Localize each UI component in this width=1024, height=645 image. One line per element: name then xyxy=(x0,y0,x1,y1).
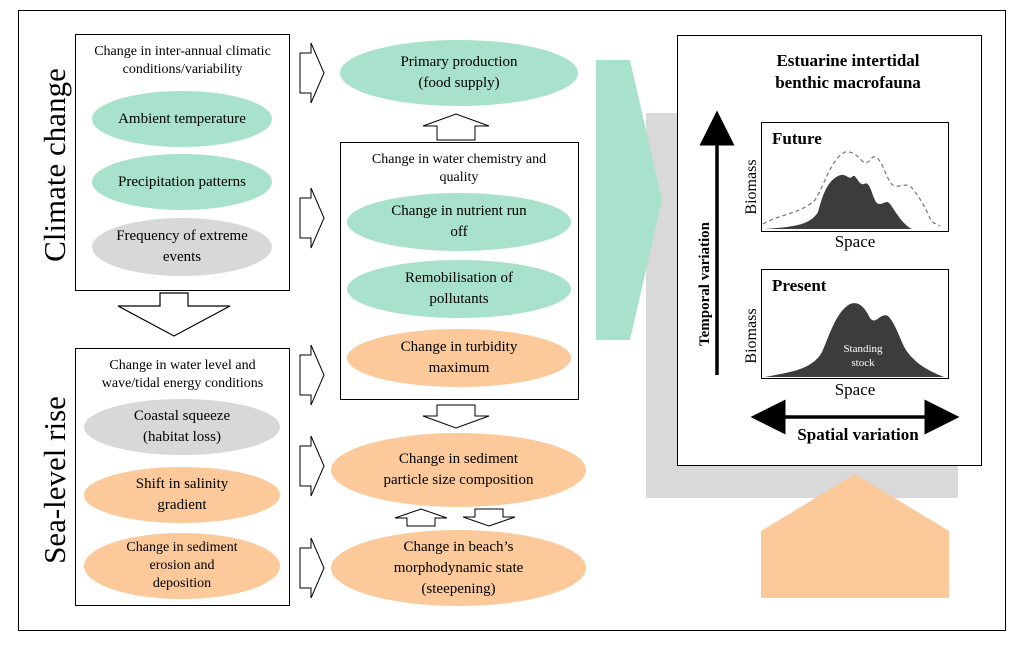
down-arrow-sediment-to-beach xyxy=(462,508,516,527)
green-big-arrow xyxy=(596,60,662,340)
nutrient-runoff-oval: Change in nutrient run off xyxy=(347,193,571,251)
beach-morphodynamic-oval: Change in beach’s morphodynamic state (s… xyxy=(331,530,586,606)
future-space-label: Space xyxy=(834,232,876,251)
standing-stock-label: Standing stock xyxy=(843,343,883,369)
sediment-erosion-oval: Change in sediment erosion and depositio… xyxy=(84,533,280,599)
water-chemistry-header: Change in water chemistry and quality xyxy=(371,152,547,185)
outer-frame xyxy=(18,10,1006,631)
macrofauna-title: Estuarine intertidal benthic macrofauna xyxy=(775,51,921,92)
down-arrow-climate-to-sea xyxy=(117,292,231,337)
sediment-composition-oval: Change in sediment particle size composi… xyxy=(331,433,586,507)
salinity-gradient-oval: Shift in salinity gradient xyxy=(84,467,280,523)
up-arrow-beach-to-sediment xyxy=(394,508,448,527)
turbidity-maximum-oval: Change in turbidity maximum xyxy=(347,329,571,387)
down-arrow-to-sediment xyxy=(422,404,490,429)
macrofauna-panel: Estuarine intertidal benthic macrofauna … xyxy=(677,35,982,466)
present-label: Present xyxy=(772,276,827,295)
future-label: Future xyxy=(772,129,822,148)
orange-house-arrow xyxy=(761,474,949,598)
climate-change-box: Change in inter-annual climatic conditio… xyxy=(75,34,290,291)
primary-production-oval: Primary production (food supply) xyxy=(340,40,578,106)
ambient-temperature-oval: Ambient temperature xyxy=(92,91,272,147)
coastal-squeeze-oval: Coastal squeeze (habitat loss) xyxy=(84,399,280,455)
water-chemistry-box: Change in water chemistry and quality Ch… xyxy=(340,142,579,400)
up-arrow-to-primary xyxy=(422,113,490,141)
present-biomass-label: Biomass xyxy=(743,308,760,364)
remobilisation-pollutants-oval: Remobilisation of pollutants xyxy=(347,260,571,318)
precipitation-patterns-oval: Precipitation patterns xyxy=(92,154,272,210)
spatial-variation-label: Spatial variation xyxy=(797,425,919,444)
sea-box-header: Change in water level and wave/tidal ene… xyxy=(101,358,264,391)
hollow-right-arrows xyxy=(299,42,325,599)
extreme-events-oval: Frequency of extreme events xyxy=(92,218,272,276)
sea-level-box: Change in water level and wave/tidal ene… xyxy=(75,348,290,606)
climate-box-header: Change in inter-annual climatic conditio… xyxy=(94,44,271,77)
future-biomass-label: Biomass xyxy=(743,159,760,215)
temporal-variation-label: Temporal variation xyxy=(697,221,713,346)
present-space-label: Space xyxy=(834,380,876,399)
